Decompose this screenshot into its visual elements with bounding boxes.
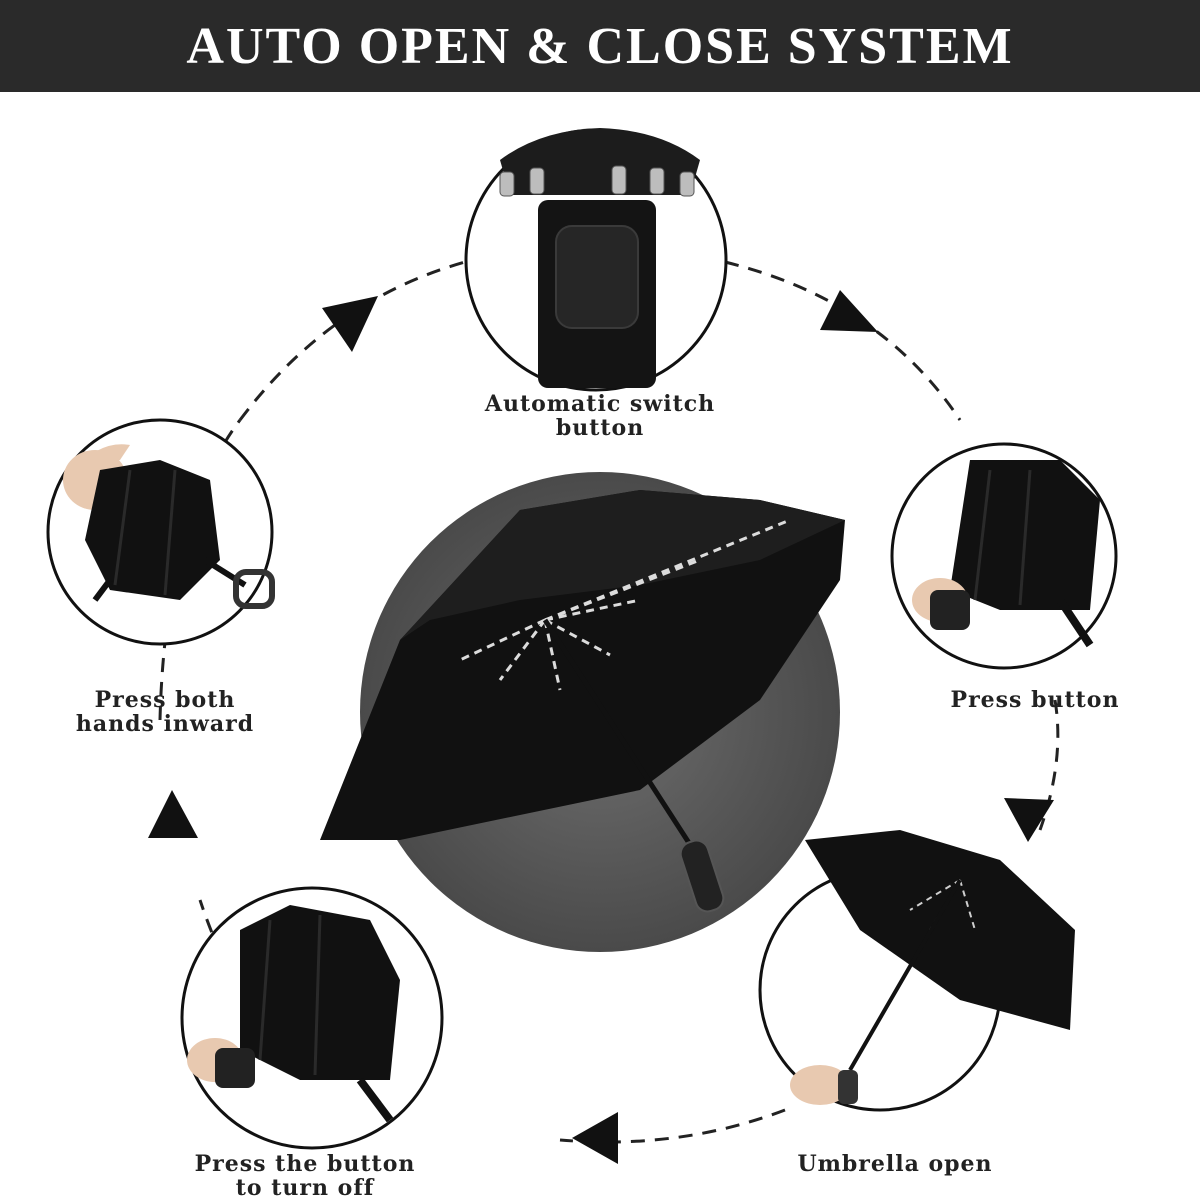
arrow-icon: [148, 790, 198, 838]
step-label-right: Press button: [950, 687, 1120, 713]
header-bar: AUTO OPEN & CLOSE SYSTEM: [0, 0, 1200, 92]
step-label-bottom-left: Press the button to turn off: [194, 1151, 416, 1201]
page-title: AUTO OPEN & CLOSE SYSTEM: [186, 17, 1014, 75]
step-label-bottom-right: Umbrella open: [797, 1151, 993, 1177]
arrow-icon: [820, 290, 878, 332]
arrow-icon: [572, 1112, 618, 1164]
press-inward-image: [46, 418, 275, 646]
arrow-icon: [322, 296, 378, 352]
step-label-top: Automatic switch button: [484, 391, 716, 441]
press-button-image: [890, 442, 1118, 670]
turn-off-image: [180, 886, 444, 1150]
arrow-icon: [1004, 798, 1054, 842]
open-umbrella-image: [320, 490, 845, 913]
umbrella-open-image: [758, 830, 1075, 1112]
switch-button-image: [464, 128, 728, 392]
step-label-left: Press both hands inward: [75, 687, 255, 737]
